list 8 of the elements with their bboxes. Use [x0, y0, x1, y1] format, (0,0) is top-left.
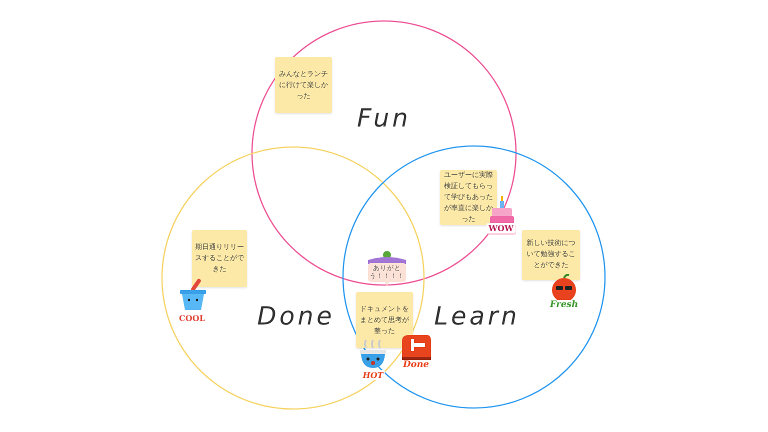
- sticker-label: WOW: [486, 223, 516, 233]
- sticker-label: COOL: [177, 313, 207, 323]
- circle-heading: Done: [257, 302, 335, 330]
- sticker-label: Fresh: [548, 300, 580, 310]
- sticker-label: HOT: [360, 370, 386, 380]
- circle-heading: Fun: [356, 104, 412, 132]
- circle-heading: Learn: [434, 302, 520, 330]
- sticker-label: Done: [400, 360, 432, 370]
